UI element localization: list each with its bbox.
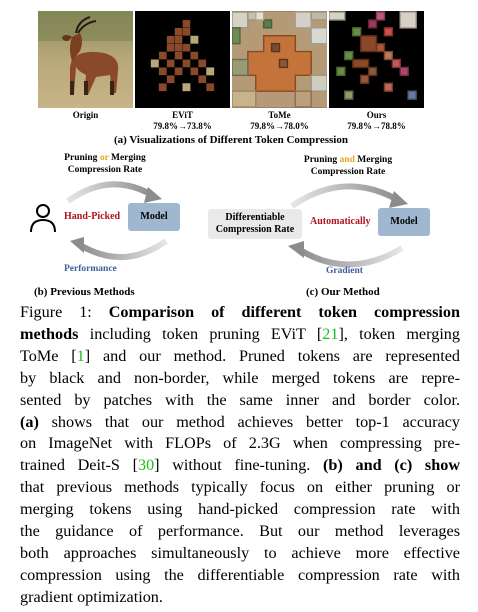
panel-ref-bc: (b) and (c) show: [323, 456, 461, 475]
panel-c-top-label: Pruning and Merging Compression Rate: [278, 154, 418, 178]
caption-line-5: sented by patches with the same inner an…: [20, 390, 460, 409]
panel-c-caption: (c) Our Method: [306, 286, 380, 298]
gradient-label: Gradient: [326, 266, 363, 276]
caption-text: ] and our method. Pruned tokens are repr…: [84, 346, 460, 365]
caption-line-10: merging tokens using hand-picked compres…: [20, 500, 460, 519]
panel-b-model-box: Model: [128, 203, 180, 231]
caption-text: shows that our method achieves better to…: [38, 412, 460, 431]
caption-line-4: by black and non-border, while merged to…: [20, 368, 460, 387]
evit-label: EViT: [172, 110, 193, 120]
citation-link[interactable]: 21: [322, 324, 339, 343]
or-word: or: [99, 153, 109, 163]
and-word: and: [339, 155, 355, 165]
caption-line-14: gradient optimization.: [20, 587, 163, 606]
differentiable-label: Differentiable: [225, 212, 285, 223]
caption-line-8: trained Deit-S [30] without fine-tuning.…: [20, 455, 460, 477]
panel-c-cycle-arrows: [288, 183, 408, 268]
caption-line-11: the guidance of performance. But our met…: [20, 522, 460, 541]
differentiable-compression-rate-box: Differentiable Compression Rate: [208, 209, 302, 239]
panel-b-top-label: Pruning or Merging Compression Rate: [40, 152, 170, 176]
panel-b-cycle-arrows: [66, 181, 168, 260]
automatically-label: Automatically: [310, 216, 371, 227]
panel-c-model-box: Model: [378, 208, 430, 236]
tome-image: [232, 11, 327, 108]
caption-text: ], token merging: [338, 324, 460, 343]
evit-token-map: [135, 12, 230, 107]
hand-picked-label: Hand-Picked: [64, 211, 121, 222]
caption-line-2: methods including token pruning EViT [21…: [20, 324, 460, 346]
merging-word: Merging: [110, 153, 146, 163]
citation-link[interactable]: 30: [137, 456, 155, 475]
antelope-photo: [38, 11, 133, 108]
tome-token-map: [232, 11, 327, 108]
tome-label: ToMe: [268, 110, 291, 120]
citation-link[interactable]: 1: [76, 346, 85, 365]
caption-title-2: methods: [20, 324, 79, 343]
origin-image: [38, 11, 133, 108]
pruning-word: Pruning: [303, 155, 338, 165]
caption-text: ] without fine-tuning.: [154, 456, 324, 475]
merging-word: Merging: [357, 155, 393, 165]
compression-rate-label: Compression Rate: [310, 167, 386, 177]
caption-line-12: both approaches simultaneously to achiev…: [20, 543, 460, 562]
caption-title-1: Comparison of different token compressio…: [108, 303, 461, 321]
caption-line-6: (a) shows that our method achieves bette…: [20, 412, 460, 434]
caption-line-13: compression using the differentiable com…: [20, 565, 460, 584]
origin-label: Origin: [72, 110, 99, 120]
caption-line-3: ToMe [1] and our method. Pruned tokens a…: [20, 346, 460, 368]
compression-rate-label: Compression Rate: [67, 165, 143, 175]
caption-text: including token pruning EViT [: [78, 324, 323, 343]
compression-rate-box-label: Compression Rate: [215, 224, 295, 235]
evit-image: [135, 11, 230, 108]
person-icon: [30, 204, 56, 233]
ours-token-map: [329, 11, 424, 107]
ours-label: Ours: [366, 110, 387, 120]
caption-text: ToMe [: [20, 346, 77, 365]
ours-ratio: 79.8%→78.8%: [347, 121, 406, 131]
caption-line-1: Figure 1: Comparison of different token …: [20, 302, 460, 324]
caption-line-9: that previous methods typically focus on…: [20, 478, 460, 497]
panel-ref-a: (a): [20, 412, 39, 431]
panel-a-caption: (a) Visualizations of Different Token Co…: [114, 134, 348, 146]
tome-ratio: 79.8%→78.0%: [250, 121, 309, 131]
caption-text: trained Deit-S [: [20, 456, 138, 475]
figure-number: Figure 1:: [20, 303, 109, 321]
figure-caption: Figure 1: Comparison of different token …: [20, 302, 460, 609]
ours-image: [329, 11, 424, 108]
evit-ratio: 79.8%→73.8%: [153, 121, 212, 131]
performance-label: Performance: [64, 264, 117, 274]
pruning-word: Pruning: [64, 153, 98, 163]
panel-b-caption: (b) Previous Methods: [34, 286, 135, 298]
caption-line-7: on ImageNet with FLOPs of 2.3G when comp…: [20, 434, 460, 453]
